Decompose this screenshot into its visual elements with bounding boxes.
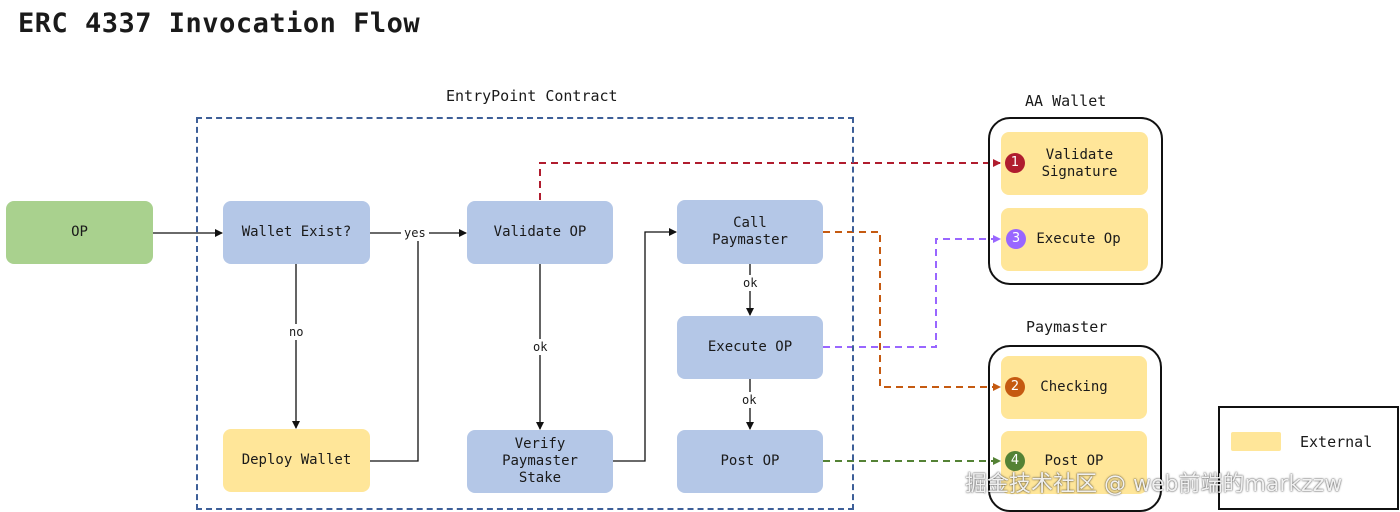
watermark: 掘金技术社区 @ web前端的markzzw	[965, 472, 1343, 497]
legend	[1218, 406, 1399, 510]
page-title: ERC 4337 Invocation Flow	[18, 8, 421, 39]
edge-execute-op-to-wallet-execute-op	[823, 235, 1001, 348]
step-badge-1: 1	[1005, 153, 1025, 173]
node-validate-signature: Validate Signature	[1001, 132, 1148, 195]
aa-wallet-label: AA Wallet	[1025, 92, 1107, 110]
legend-label-external: External	[1300, 433, 1373, 451]
entrypoint-contract-label: EntryPoint Contract	[446, 87, 618, 105]
node-validate-op: Validate OP	[467, 201, 613, 264]
node-op: OP	[6, 201, 153, 264]
edge-verify-stake-to-call-paymaster	[613, 228, 677, 462]
edge-label-ok-validate: ok	[530, 339, 551, 355]
edge-label-no: no	[286, 324, 307, 340]
paymaster-frame	[988, 345, 1162, 512]
edge-label-ok-call-paymaster: ok	[740, 275, 761, 291]
node-verify-paymaster-stake: Verify Paymaster Stake	[467, 430, 613, 493]
node-execute-op: Execute OP	[677, 316, 823, 379]
node-checking: Checking	[1001, 356, 1147, 419]
node-call-paymaster: Call Paymaster	[677, 200, 823, 264]
edge-label-yes: yes	[401, 225, 429, 241]
edge-label-ok-execute: ok	[739, 392, 760, 408]
step-badge-2: 2	[1005, 377, 1025, 397]
edge-call-paymaster-to-checking	[823, 231, 1001, 391]
node-deploy-wallet: Deploy Wallet	[223, 429, 370, 492]
aa-wallet-frame	[988, 117, 1163, 285]
paymaster-label: Paymaster	[1026, 318, 1108, 336]
legend-swatch-external	[1231, 432, 1281, 451]
step-badge-3: 3	[1006, 229, 1026, 249]
node-post-op: Post OP	[677, 430, 823, 493]
edge-validate-op-to-validate-signature	[539, 159, 1001, 200]
entrypoint-contract-frame	[196, 117, 854, 510]
node-paymaster-post-op: Post OP	[1001, 431, 1147, 494]
edge-deploy-wallet-to-validate-op	[370, 240, 419, 462]
step-badge-4: 4	[1005, 451, 1025, 471]
node-wallet-exist: Wallet Exist?	[223, 201, 370, 264]
